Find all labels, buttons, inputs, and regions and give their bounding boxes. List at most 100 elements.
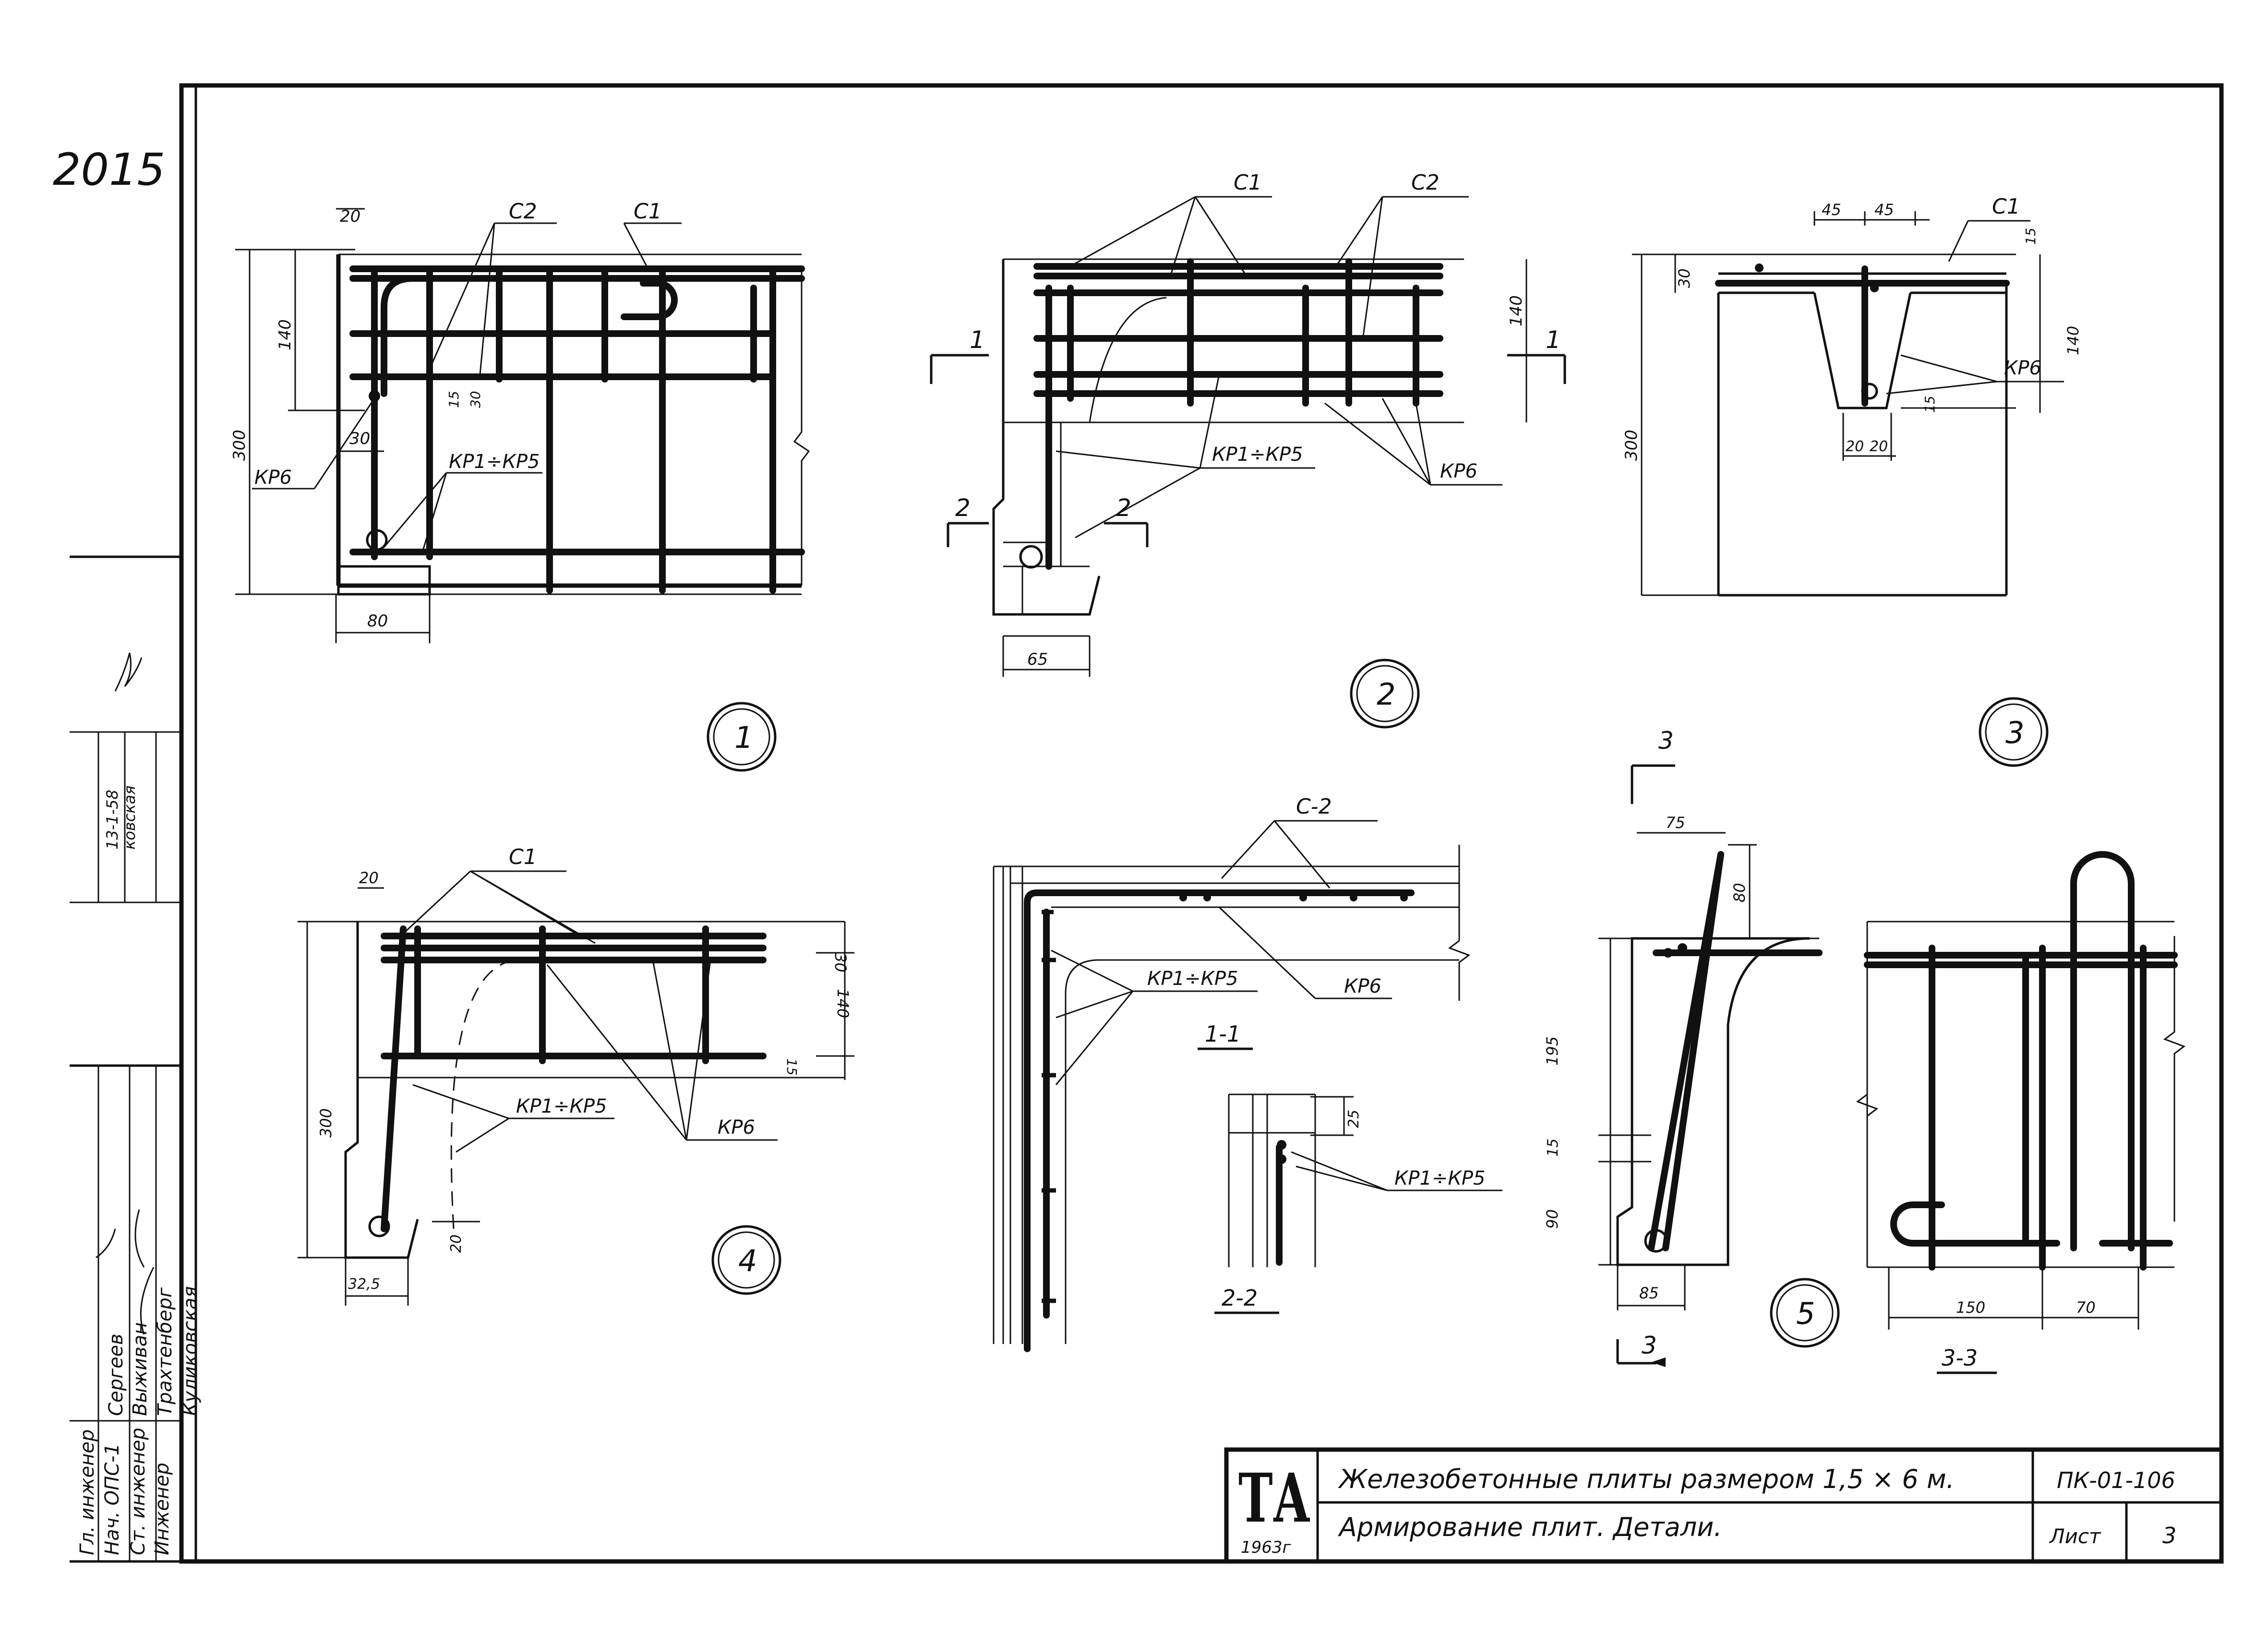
role-0: Гл. инженер [76, 1429, 98, 1555]
hatched-support [337, 565, 431, 596]
s11-title: 1-1 [1205, 1021, 1241, 1047]
archive-number: 2015 [53, 144, 165, 195]
s11-label-c2: С-2 [1296, 794, 1332, 819]
s11-label-kr6: КР6 [1344, 975, 1381, 997]
d2-dim-65: 65 [1027, 650, 1048, 669]
d5-dim-15: 15 [1545, 1139, 1561, 1157]
d4-dim-15: 15 [784, 1058, 800, 1076]
d4-label-kr15: КР1÷КР5 [516, 1095, 607, 1117]
d1-label-c2: С2 [509, 199, 537, 224]
stamp-line-1: 13-1-58 [103, 790, 121, 850]
s22-dim-25: 25 [1345, 1110, 1362, 1128]
s33-title: 3-3 [1942, 1345, 1978, 1371]
series-code: ПК-01-106 [2057, 1467, 2175, 1493]
title-line-2: Армирование плит. Детали. [1338, 1512, 1722, 1542]
d1-number-circle [707, 702, 777, 772]
name-3: Куликовская [180, 1286, 202, 1416]
s11-label-kr15: КР1÷КР5 [1147, 968, 1238, 990]
d3-dim-15: 15 [2023, 228, 2039, 245]
sheet-label: Лист [2049, 1524, 2101, 1548]
d5-dim-195: 195 [1543, 1036, 1561, 1066]
section-2-2: КР1÷КР5 25 2-2 [1214, 1093, 1502, 1314]
handwritten-signature [96, 652, 155, 1335]
s33-dim-70: 70 [2076, 1298, 2096, 1317]
d1-label-c1: С1 [634, 199, 662, 224]
d1-label-kr15: КР1÷КР5 [449, 451, 540, 473]
d1-dim-30b: 30 [468, 391, 483, 408]
sheet-number: 3 [2162, 1523, 2176, 1548]
role-3: Инженер [151, 1463, 173, 1555]
d1-number: 1 [734, 720, 753, 755]
title-block: ТА 1963г Железобетонные плиты размером 1… [1224, 1447, 2224, 1564]
d5-dim-90: 90 [1543, 1209, 1561, 1229]
d4-label-c1: С1 [509, 845, 537, 869]
title-line-1: Железобетонные плиты размером 1,5 × 6 м. [1338, 1464, 1955, 1494]
d1-dim-30: 30 [349, 429, 370, 448]
signature-strip: Гл. инженер Нач. ОПС-1 Ст. инженер Инжен… [70, 555, 202, 1563]
detail-1: С2 С1 КР6 КР1÷КР5 20 30 80 140 300 15 30… [230, 199, 810, 772]
d3-number: 3 [2005, 715, 2024, 750]
d3-label-c1: С1 [1992, 194, 2020, 219]
name-0: Сергеев [105, 1333, 127, 1416]
detail-5: 3 3 75 80 195 15 90 85 5 [1543, 727, 1840, 1367]
d4-label-kr6: КР6 [718, 1116, 755, 1139]
d5-dim-85: 85 [1639, 1284, 1659, 1302]
detail-4: С1 КР1÷КР5 КР6 20 30 140 15 300 20 32,5 … [298, 845, 854, 1306]
d2-number: 2 [1377, 677, 1395, 712]
name-2: Трахтенберг [154, 1287, 176, 1416]
d3-label-kr6: КР6 [2004, 357, 2041, 379]
name-1: Выживан [129, 1322, 151, 1416]
d2-label-kr15: КР1÷КР5 [1212, 444, 1303, 466]
d4-dim-325: 32,5 [348, 1276, 380, 1293]
d1-dim-20: 20 [340, 207, 360, 226]
d3-dim-20a: 20 [1846, 438, 1864, 455]
d5-cut-3: 3 [1658, 727, 1674, 755]
logo-mark: ТА [1238, 1459, 1310, 1538]
d4-number: 4 [738, 1243, 757, 1278]
d3-dim-300: 300 [1622, 430, 1641, 461]
d2-label-c2: С2 [1411, 170, 1440, 195]
year-text: 1963г [1241, 1538, 1292, 1557]
section-1-1: С-2 КР1÷КР5 КР6 1-1 [993, 794, 1471, 1352]
d3-dim-20b: 20 [1870, 438, 1888, 455]
d4-dim-20: 20 [359, 869, 379, 887]
d3-dim-140: 140 [2064, 326, 2082, 355]
d4-dim-20b: 20 [448, 1235, 465, 1253]
section-3-3: 150 70 3-3 [1856, 851, 2186, 1374]
d2-label-kr6: КР6 [1440, 460, 1477, 482]
d3-dim-15b: 15 [1922, 396, 1938, 413]
d5-number-circle [1770, 1278, 1840, 1348]
d4-dim-30: 30 [831, 953, 850, 972]
d2-number-circle [1350, 659, 1420, 729]
d1-dim-140: 140 [276, 319, 295, 350]
d5-dim-80: 80 [1730, 883, 1749, 902]
d2-cut-2a: 2 [955, 494, 971, 522]
d5-number: 5 [1796, 1296, 1815, 1331]
d5-dim-75: 75 [1666, 814, 1685, 832]
d1-dim-300: 300 [230, 430, 249, 461]
d2-dim-140: 140 [1507, 295, 1526, 326]
s22-title: 2-2 [1222, 1285, 1258, 1311]
d1-label-kr6: КР6 [254, 467, 292, 489]
d2-cut-1a: 1 [970, 326, 985, 354]
d4-number-circle [711, 1225, 781, 1295]
d4-dim-300: 300 [317, 1108, 335, 1138]
d1-dim-15: 15 [446, 391, 462, 408]
d1-dim-80: 80 [367, 612, 388, 631]
d2-cut-2b: 2 [1116, 494, 1131, 522]
role-2: Ст. инженер [127, 1428, 149, 1555]
d2-cut-1b: 1 [1546, 326, 1561, 354]
d5-cut-3b: 3 [1642, 1332, 1657, 1359]
d4-dim-140: 140 [834, 989, 852, 1018]
d3-number-circle [1979, 697, 2049, 767]
d3-dim-30: 30 [1675, 268, 1693, 288]
s22-label-kr15: КР1÷КР5 [1394, 1167, 1485, 1189]
role-1: Нач. ОПС-1 [101, 1443, 123, 1555]
d2-label-c1: С1 [1234, 170, 1262, 195]
stamp-line-2: ковская [120, 785, 139, 850]
d3-dim-45a: 45 [1822, 201, 1841, 219]
detail-3: С1 КР6 45 45 30 140 15 15 300 20 20 3 [1622, 194, 2082, 767]
s33-dim-150: 150 [1956, 1298, 1985, 1317]
detail-2: С1 С2 КР1÷КР5 КР6 140 65 1 1 2 2 2 [930, 170, 1566, 729]
